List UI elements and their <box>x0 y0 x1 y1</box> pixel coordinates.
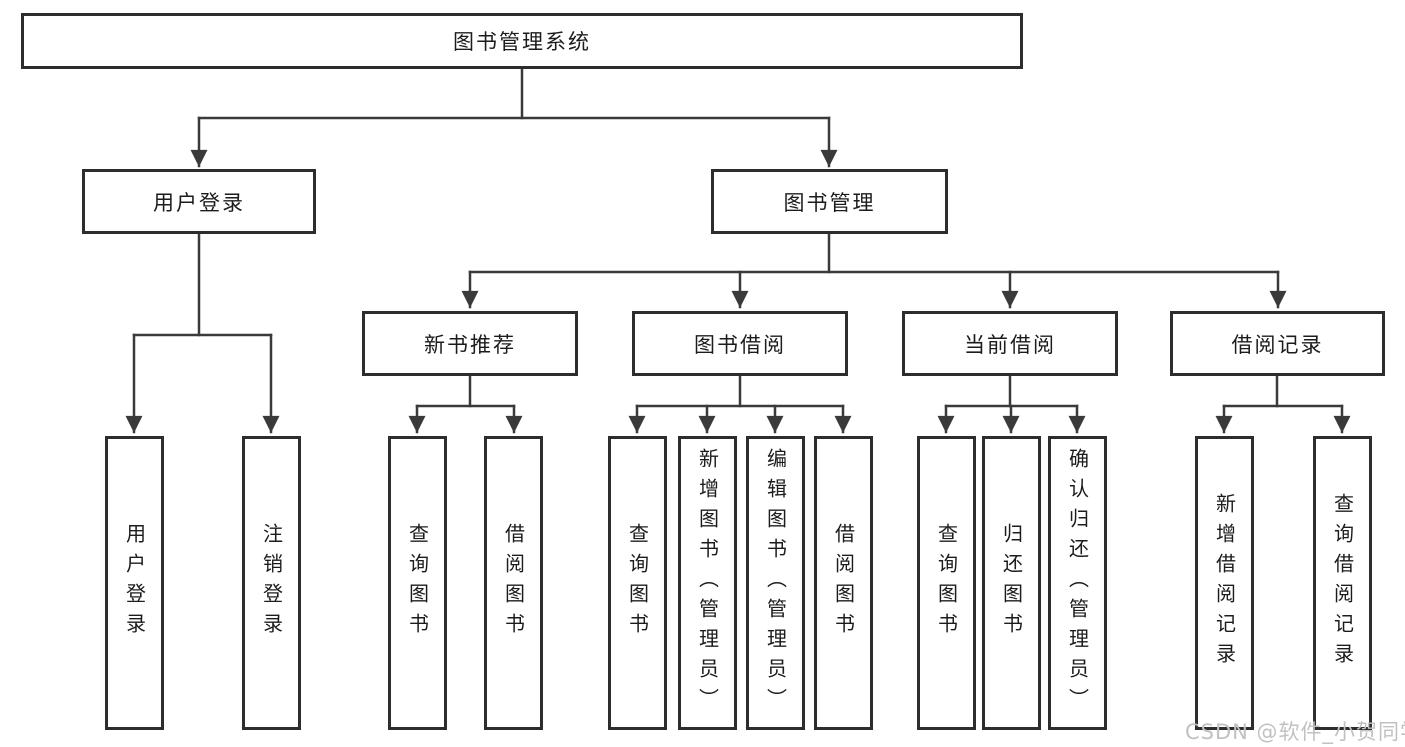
node-book-borrow: 图书借阅 <box>632 311 848 376</box>
leaf-newbooks-query-books: 查询图书 <box>388 436 447 730</box>
leaf-records-query-record: 查询借阅记录 <box>1313 436 1372 730</box>
node-root-library-system: 图书管理系统 <box>21 13 1023 69</box>
csdn-watermark: CSDN @软件_小贺同学 <box>1185 720 1405 744</box>
leaf-borrow-edit-book-admin: 编辑图书（管理员） <box>746 436 805 730</box>
node-current-borrow: 当前借阅 <box>902 311 1118 376</box>
node-new-book-recommend: 新书推荐 <box>362 311 578 376</box>
leaf-current-confirm-return-admin: 确认归还（管理员） <box>1048 436 1107 730</box>
leaf-current-query-books: 查询图书 <box>917 436 976 730</box>
leaf-borrow-borrow-books: 借阅图书 <box>814 436 873 730</box>
node-user-login: 用户登录 <box>82 169 316 234</box>
leaf-records-add-record: 新增借阅记录 <box>1195 436 1254 730</box>
node-book-management: 图书管理 <box>711 169 948 234</box>
leaf-logout: 注销登录 <box>242 436 301 730</box>
leaf-user-login: 用户登录 <box>105 436 164 730</box>
leaf-borrow-query-books: 查询图书 <box>608 436 667 730</box>
leaf-current-return-book: 归还图书 <box>982 436 1041 730</box>
leaf-newbooks-borrow-books: 借阅图书 <box>484 436 543 730</box>
node-borrow-records: 借阅记录 <box>1170 311 1385 376</box>
leaf-borrow-add-book-admin: 新增图书（管理员） <box>678 436 737 730</box>
